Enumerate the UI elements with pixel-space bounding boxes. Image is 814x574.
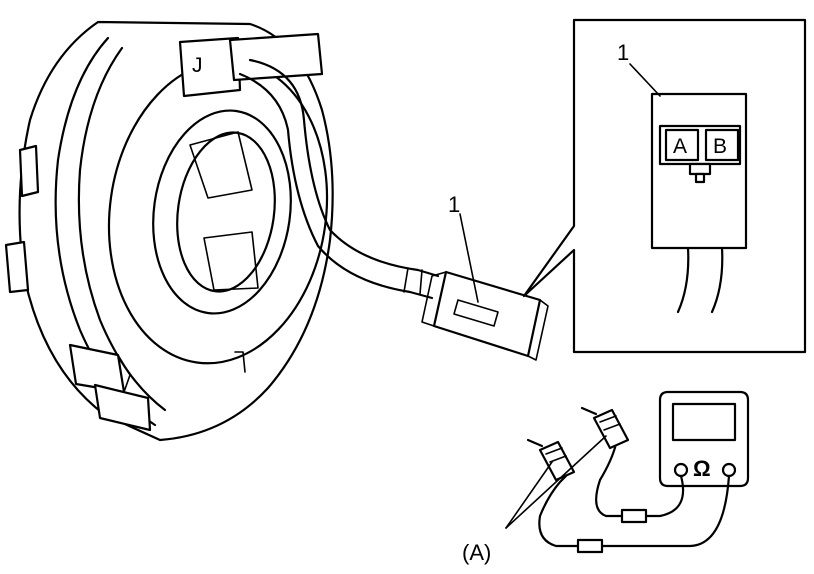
- lead-wire-lower: [600, 474, 731, 548]
- cable-wrap-2: [419, 269, 423, 295]
- lead-wire-upper-2: [595, 438, 624, 518]
- coil-notch: [234, 351, 246, 373]
- lead-wire-upper: [644, 474, 685, 518]
- test-leads: [505, 406, 731, 554]
- inset-lock-tab: [688, 162, 712, 176]
- probe-lower-tip: [526, 438, 544, 448]
- inset-lock-tab-tip: [694, 172, 706, 184]
- contact-coil-assembly: J: [4, 20, 334, 442]
- connector-inset: A B 1: [522, 18, 807, 354]
- connector-front-face: [527, 299, 549, 361]
- coil-spoke-top: [189, 131, 253, 199]
- inset-terminal-b-box: [704, 128, 740, 162]
- lead-fuse-lower: [576, 538, 604, 554]
- coil-top-socket: [178, 36, 242, 98]
- inset-wire-right: [710, 246, 724, 314]
- ohmmeter: Ω: [658, 390, 750, 488]
- coil-spoke-bottom: [203, 231, 259, 291]
- connector-rear: [421, 271, 447, 327]
- connector-part-number: 1: [448, 192, 460, 217]
- inset-leader: [629, 63, 661, 97]
- lead-fuse-upper: [620, 508, 648, 524]
- cable-edge-lower: [238, 72, 434, 300]
- tester-leader-1: [505, 461, 553, 529]
- probe-upper-grip: [599, 415, 621, 431]
- coil-top-plug: [228, 32, 324, 82]
- connector-leader: [459, 213, 479, 303]
- inset-terminal-a-box: [664, 128, 700, 162]
- coil-tab-bottom: [93, 383, 152, 432]
- coil-tab-detail: [117, 354, 131, 393]
- ohmmeter-jack-right: [721, 462, 737, 478]
- harness-cable: [238, 58, 440, 300]
- probe-lower-grip: [545, 447, 567, 463]
- terminal-a-label: A: [673, 135, 687, 158]
- coil-clip-left-bottom: [4, 240, 30, 294]
- cable-wrap: [403, 267, 409, 293]
- lead-wire-lower-2: [538, 474, 580, 548]
- probe-lower-handle: [538, 440, 576, 482]
- ohmmeter-jack-left: [673, 462, 689, 478]
- tester-reference-label: (A): [462, 540, 491, 565]
- coil-socket-mark: J: [192, 54, 203, 77]
- connector-body: [432, 270, 542, 358]
- terminal-b-label: B: [713, 135, 727, 158]
- tester-leader-2: [505, 435, 607, 529]
- inset-wire-left: [676, 246, 690, 314]
- inset-part-number: 1: [617, 40, 629, 65]
- connector-latch: [453, 299, 499, 327]
- cable-edge-upper: [248, 58, 440, 278]
- coil-clip-left-top: [18, 144, 40, 198]
- ohmmeter-display: [671, 402, 737, 442]
- probe-upper-tip: [580, 406, 598, 416]
- coil-connector: [421, 270, 549, 361]
- ohm-symbol: Ω: [693, 456, 711, 481]
